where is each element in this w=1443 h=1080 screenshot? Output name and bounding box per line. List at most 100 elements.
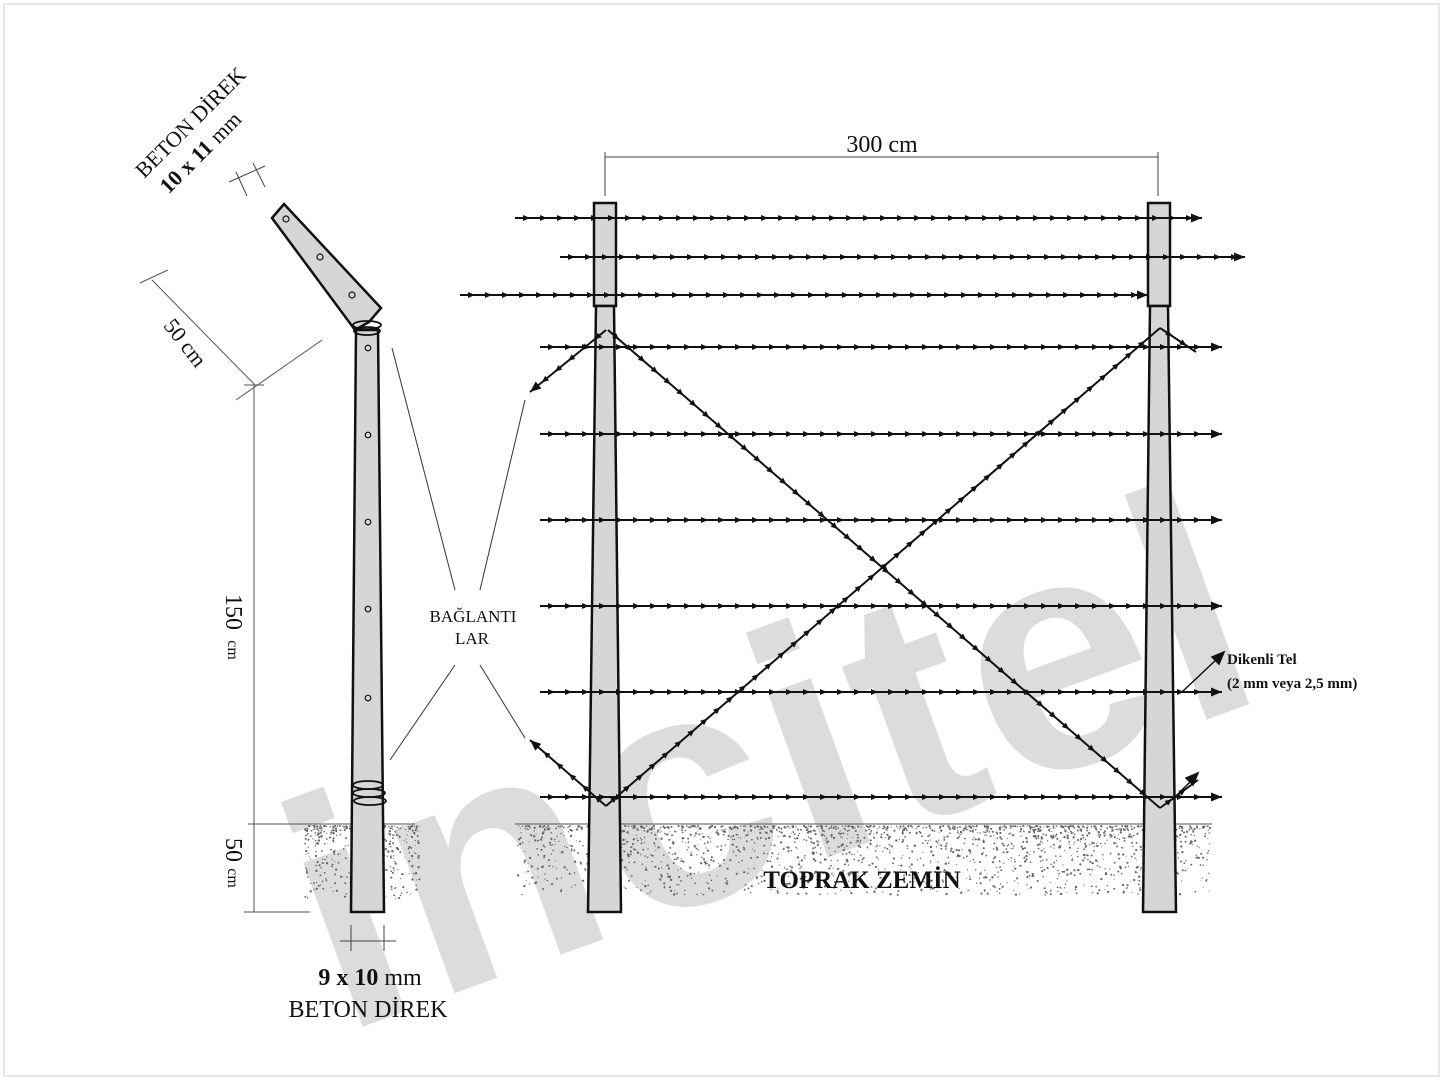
ground-dot	[962, 829, 965, 832]
ground-dot	[781, 875, 783, 877]
ground-dot	[1194, 890, 1197, 893]
ground-dot	[663, 832, 666, 835]
ground-dot	[319, 827, 322, 830]
ground-dot	[316, 828, 319, 831]
ground-dot	[978, 877, 981, 880]
ground-dot	[741, 859, 743, 862]
ground-dot	[636, 886, 638, 888]
ground-dot	[874, 887, 877, 890]
ground-dot	[955, 864, 958, 866]
ground-dot	[707, 864, 711, 867]
ground-dot	[1080, 830, 1083, 832]
ground-dot	[1003, 825, 1006, 827]
ground-dot	[660, 873, 663, 876]
ground-dot	[331, 858, 333, 861]
ground-dot	[1084, 846, 1087, 849]
ground-dot	[1099, 842, 1102, 845]
ground-dot	[667, 867, 671, 870]
ground-dot	[659, 826, 662, 829]
ground-dot	[1014, 858, 1016, 861]
ground-dot	[1090, 854, 1093, 857]
ground-dot	[950, 847, 953, 850]
ground-dot	[643, 836, 646, 839]
ground-dot	[560, 832, 562, 835]
ground-dot	[883, 846, 886, 849]
ground-dot	[879, 876, 881, 878]
ground-dot	[869, 839, 872, 842]
ground-dot	[394, 887, 397, 889]
ground-dot	[385, 896, 387, 898]
ground-dot	[668, 875, 672, 878]
ground-dot	[668, 838, 671, 841]
ground-dot	[1064, 826, 1066, 828]
ground-dot	[673, 830, 676, 833]
ground-dot	[807, 836, 810, 839]
ground-dot	[945, 842, 948, 845]
ground-dot	[651, 860, 653, 863]
ground-dot	[629, 850, 632, 853]
ground-dot	[1037, 847, 1040, 850]
ground-dot	[849, 890, 851, 892]
ground-dot	[820, 834, 823, 836]
ground-dot	[1023, 857, 1026, 859]
ground-dot	[1123, 839, 1126, 842]
ground-dot	[654, 845, 656, 847]
ground-dot	[661, 867, 663, 869]
ground-dot	[828, 867, 831, 870]
ground-dot	[711, 889, 714, 892]
ground-dot	[584, 868, 587, 871]
ground-dot	[1088, 832, 1091, 835]
ground-dot	[901, 831, 904, 834]
ground-dot	[326, 856, 328, 858]
ground-dot	[911, 850, 914, 853]
ground-dot	[970, 826, 973, 829]
ground-dot	[809, 825, 812, 828]
ground-dot	[1131, 828, 1134, 831]
ground-dot	[755, 876, 759, 879]
ground-dot	[949, 872, 952, 875]
ground-dot	[545, 826, 547, 829]
ground-dot	[1090, 844, 1092, 846]
ground-dot	[541, 826, 544, 828]
ground-dot	[901, 829, 904, 832]
ground-dot	[1055, 825, 1058, 827]
ground-dot	[902, 839, 904, 841]
ground-dot	[688, 847, 690, 849]
ground-dot	[991, 861, 995, 864]
ground-dot	[986, 873, 988, 875]
ground-dot	[635, 849, 637, 851]
ground-dot	[1120, 829, 1123, 832]
ground-dot	[1126, 827, 1129, 831]
ground-dot	[542, 887, 545, 890]
ground-dot	[726, 880, 728, 882]
ground-dot	[650, 828, 653, 831]
ground-dot	[567, 831, 569, 833]
ground-dot	[325, 879, 328, 882]
ground-dot	[906, 847, 909, 850]
ground-dot	[734, 828, 736, 830]
ground-dot	[1035, 837, 1038, 840]
ground-dot	[829, 854, 832, 856]
ground-dot	[960, 831, 963, 834]
ground-dot	[1023, 830, 1025, 833]
above-ground-height: 150	[220, 594, 246, 630]
ground-dot	[759, 831, 762, 834]
ground-dot	[1033, 830, 1036, 833]
ground-dot	[1096, 865, 1099, 867]
ground-dot	[1095, 885, 1098, 888]
ground-dot	[809, 837, 812, 840]
ground-dot	[943, 868, 946, 871]
ground-dot	[675, 858, 678, 861]
ground-dot	[305, 871, 308, 874]
ground-dot	[309, 890, 312, 893]
ground-dot	[1063, 835, 1066, 839]
ground-dot	[386, 855, 389, 857]
ground-dot	[657, 867, 660, 870]
ground-dot	[825, 839, 827, 841]
ground-dot	[517, 844, 519, 847]
ground-dot	[1115, 825, 1117, 827]
ground-dot	[317, 839, 321, 842]
ground-dot	[816, 878, 818, 881]
ground-dot	[998, 887, 1001, 890]
ground-dot	[1021, 847, 1025, 851]
